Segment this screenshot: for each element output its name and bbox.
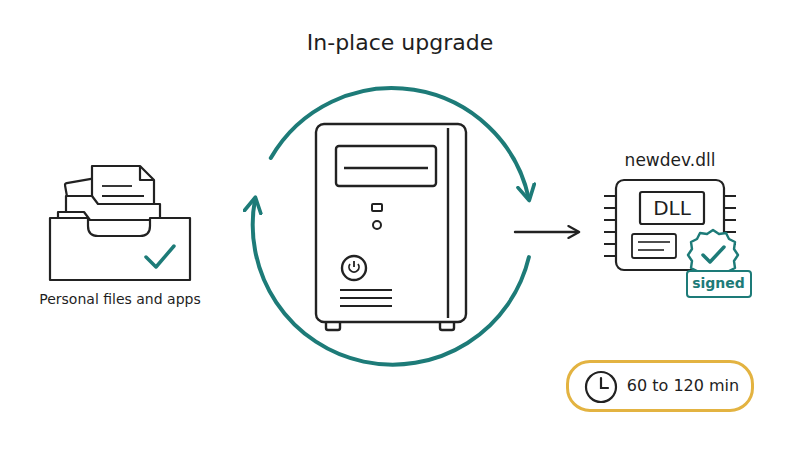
computer-tower — [316, 124, 466, 330]
chip-label-box — [640, 192, 704, 224]
clock-hands — [601, 378, 608, 388]
vent-line — [340, 289, 392, 291]
clock-icon — [586, 372, 616, 402]
chip-label: DLL — [640, 192, 704, 224]
power-symbol — [353, 261, 355, 267]
text-line — [102, 195, 144, 197]
duration-text: 60 to 120 min — [617, 363, 749, 409]
duration-box: 60 to 120 min — [566, 360, 754, 412]
file-tray — [50, 166, 190, 280]
tray-box — [50, 218, 190, 280]
chip-detail — [638, 241, 670, 243]
tower-body — [316, 124, 466, 322]
files-tray-node: Personal files and apps — [30, 160, 210, 310]
diagram-title: In-place upgrade — [200, 30, 600, 55]
node-label: Personal files and apps — [30, 291, 210, 309]
vent-line — [340, 305, 392, 307]
indicator — [372, 204, 382, 211]
chip-detail — [638, 249, 664, 251]
badge-label: signed — [688, 272, 749, 295]
page-fold — [140, 166, 154, 180]
text-line — [102, 185, 132, 187]
flow-arrow — [515, 231, 578, 233]
file-name: newdev.dll — [600, 150, 740, 171]
vent-line — [340, 297, 392, 299]
chip-detail — [632, 234, 676, 258]
tower-edge — [447, 128, 449, 318]
clock-face — [586, 372, 616, 402]
cycle-arrows — [253, 88, 529, 365]
chip-pins — [604, 196, 616, 256]
indicator — [373, 221, 381, 229]
drive-bay — [336, 146, 436, 186]
check-mark — [703, 247, 724, 262]
power-button — [342, 256, 366, 280]
dll-chip — [604, 180, 736, 270]
check-mark — [146, 246, 174, 267]
dll-chip-node: newdev.dllDLL — [600, 146, 740, 274]
signed-ribbon: signed — [686, 270, 752, 298]
drive-slot — [344, 167, 428, 169]
